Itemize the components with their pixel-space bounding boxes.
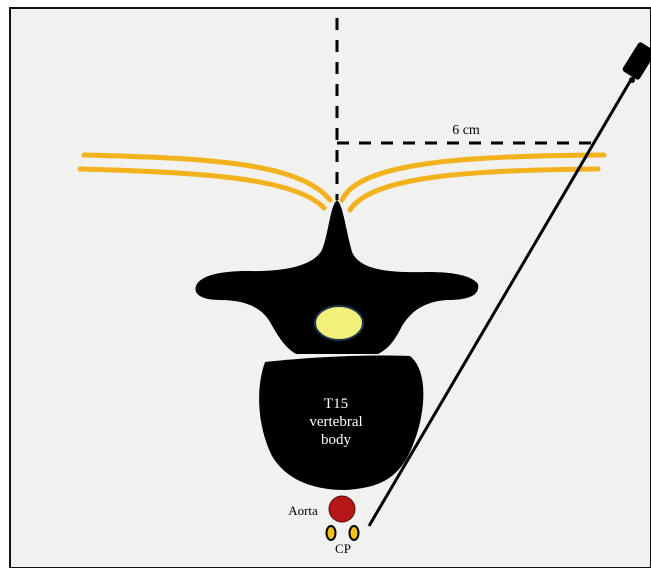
- aorta: [328, 495, 356, 523]
- vertebra-label-line-2: vertebral: [309, 414, 362, 430]
- aorta-label: Aorta: [288, 503, 318, 518]
- vertebral-body: [259, 355, 424, 490]
- celiac-ganglion-left: [325, 525, 337, 541]
- spinal-canal: [314, 305, 364, 341]
- distance-label: 6 cm: [452, 123, 480, 138]
- vertebral-arch: [195, 200, 479, 354]
- vertebra-label-line-1: T15: [324, 396, 348, 412]
- nerve-lines: [77, 152, 607, 213]
- nerve-right-lower: [347, 166, 601, 213]
- celiac-ganglion-right: [348, 525, 360, 541]
- nerve-right-upper: [339, 152, 607, 203]
- cp-label: CP: [335, 541, 351, 556]
- needle-shaft: [367, 77, 634, 527]
- vertebra-label-line-3: body: [321, 432, 352, 448]
- vertebral-body-label: T15 vertebral body: [309, 396, 362, 448]
- needle-hub-icon: [622, 42, 651, 83]
- nerve-left-lower: [77, 166, 327, 211]
- nerve-left-upper: [81, 152, 333, 203]
